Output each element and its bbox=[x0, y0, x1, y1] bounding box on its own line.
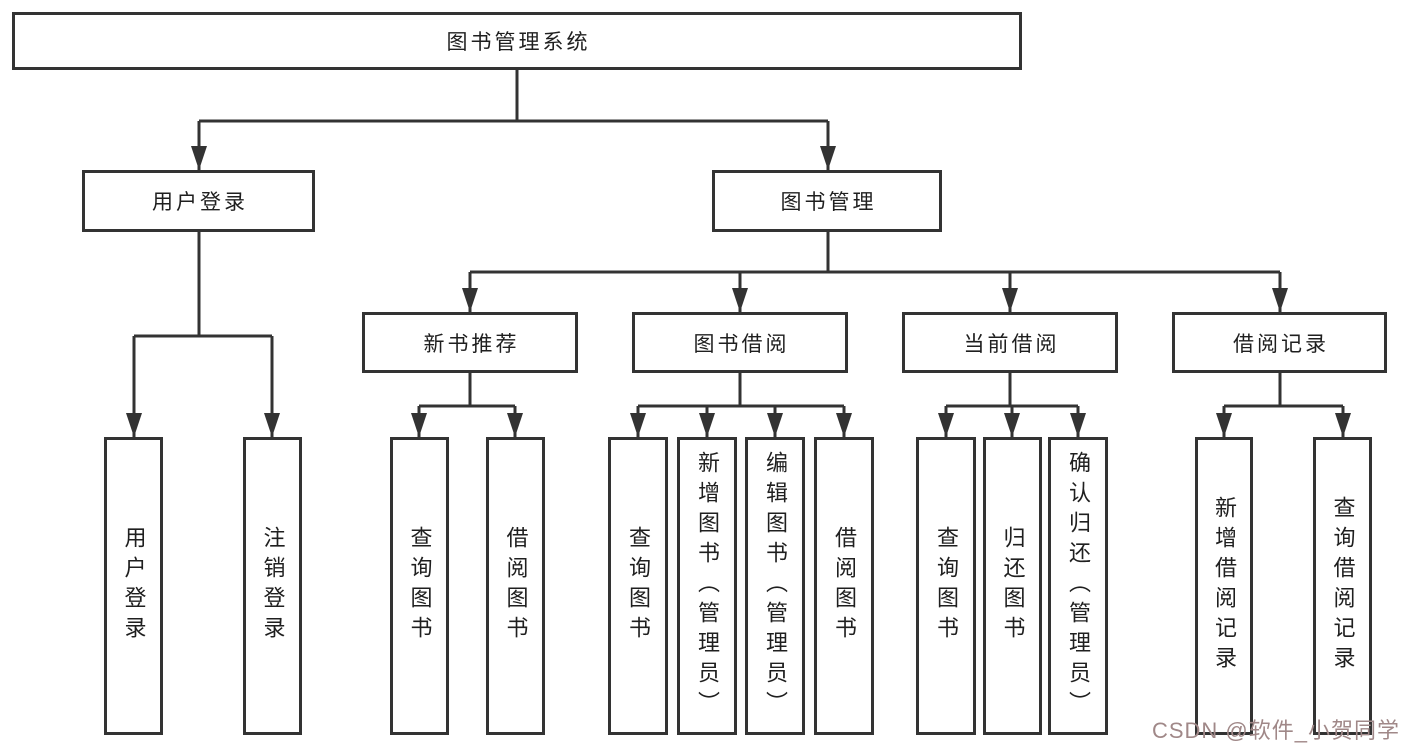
node-label: 借阅图书 bbox=[832, 526, 857, 646]
leaf-add-book-admin: 新增图书（管理员） bbox=[677, 437, 737, 735]
leaf-query-books-recommend: 查询图书 bbox=[390, 437, 449, 735]
leaf-query-borrow-record: 查询借阅记录 bbox=[1313, 437, 1372, 735]
leaf-confirm-return-admin: 确认归还（管理员） bbox=[1048, 437, 1108, 735]
node-label: 图书管理 bbox=[780, 191, 877, 214]
node-label: 确认归还（管理员） bbox=[1066, 451, 1091, 721]
leaf-query-books-borrowing: 查询图书 bbox=[608, 437, 668, 735]
node-label: 用户登录 bbox=[121, 526, 147, 646]
node-label: 图书借阅 bbox=[693, 332, 790, 356]
node-label: 查询图书 bbox=[407, 526, 433, 646]
node-root-system: 图书管理系统 bbox=[12, 12, 1022, 70]
leaf-add-borrow-record: 新增借阅记录 bbox=[1195, 437, 1253, 735]
node-label: 归还图书 bbox=[1000, 526, 1026, 646]
leaf-user-login: 用户登录 bbox=[104, 437, 163, 735]
node-label: 图书管理系统 bbox=[446, 31, 591, 54]
leaf-edit-book-admin: 编辑图书（管理员） bbox=[745, 437, 805, 735]
node-new-book-recommend: 新书推荐 bbox=[362, 312, 578, 373]
node-label: 编辑图书（管理员） bbox=[763, 451, 788, 721]
node-label: 新增借阅记录 bbox=[1212, 496, 1237, 676]
node-label: 新书推荐 bbox=[423, 332, 520, 356]
connector-arrows bbox=[126, 121, 1351, 437]
leaf-borrow-books-borrowing: 借阅图书 bbox=[814, 437, 874, 735]
leaf-return-book: 归还图书 bbox=[983, 437, 1042, 735]
node-current-borrowing: 当前借阅 bbox=[902, 312, 1118, 373]
node-label: 借阅图书 bbox=[503, 526, 529, 646]
leaf-borrow-books-recommend: 借阅图书 bbox=[486, 437, 545, 735]
node-book-borrowing: 图书借阅 bbox=[632, 312, 848, 373]
node-user-login-module: 用户登录 bbox=[82, 170, 315, 232]
node-label: 查询借阅记录 bbox=[1330, 496, 1356, 676]
node-label: 借阅记录 bbox=[1233, 332, 1329, 356]
node-label: 注销登录 bbox=[260, 526, 286, 646]
node-label: 查询图书 bbox=[934, 526, 959, 646]
node-label: 查询图书 bbox=[626, 526, 651, 646]
connector-trunks bbox=[134, 70, 1343, 408]
node-label: 新增图书（管理员） bbox=[695, 451, 720, 721]
csdn-watermark: CSDN @软件_小贺同学 bbox=[1151, 718, 1400, 743]
node-borrow-records: 借阅记录 bbox=[1172, 312, 1387, 373]
node-label: 用户登录 bbox=[152, 191, 248, 214]
node-book-management-module: 图书管理 bbox=[712, 170, 942, 232]
leaf-query-books-current: 查询图书 bbox=[916, 437, 976, 735]
leaf-logout: 注销登录 bbox=[243, 437, 302, 735]
node-label: 当前借阅 bbox=[963, 332, 1060, 356]
